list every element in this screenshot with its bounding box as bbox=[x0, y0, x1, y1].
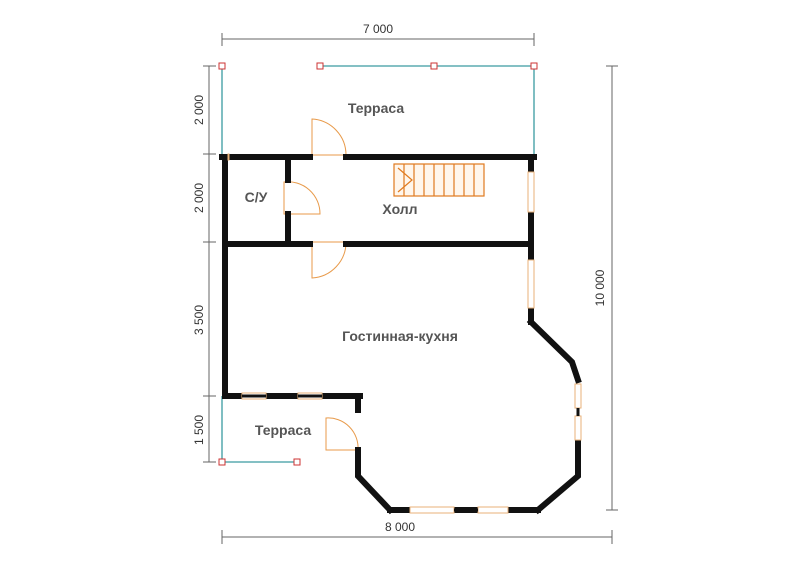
room-label-terrace-top: Терраса bbox=[348, 100, 404, 116]
terrace-railings bbox=[221, 65, 535, 463]
room-label-hall: Холл bbox=[382, 201, 417, 217]
room-label-living-kitchen: Гостинная-кухня bbox=[342, 328, 458, 344]
doors bbox=[283, 118, 359, 451]
room-label-terrace-bottom: Терраса bbox=[255, 422, 311, 438]
window-frames bbox=[242, 394, 580, 512]
terrace-posts bbox=[218, 62, 538, 466]
dim-bottom-width: 8 000 bbox=[385, 520, 415, 534]
dim-left-terrace-top: 2 000 bbox=[192, 95, 206, 125]
dim-left-terrace-bottom: 1 500 bbox=[192, 415, 206, 445]
dim-top-width: 7 000 bbox=[363, 22, 393, 36]
dimension-lines bbox=[203, 33, 618, 544]
dim-left-living: 3 500 bbox=[192, 305, 206, 335]
dim-left-hall: 2 000 bbox=[192, 183, 206, 213]
staircase bbox=[393, 163, 485, 197]
room-label-bathroom: С/У bbox=[245, 189, 268, 205]
dim-right-height: 10 000 bbox=[593, 269, 607, 306]
